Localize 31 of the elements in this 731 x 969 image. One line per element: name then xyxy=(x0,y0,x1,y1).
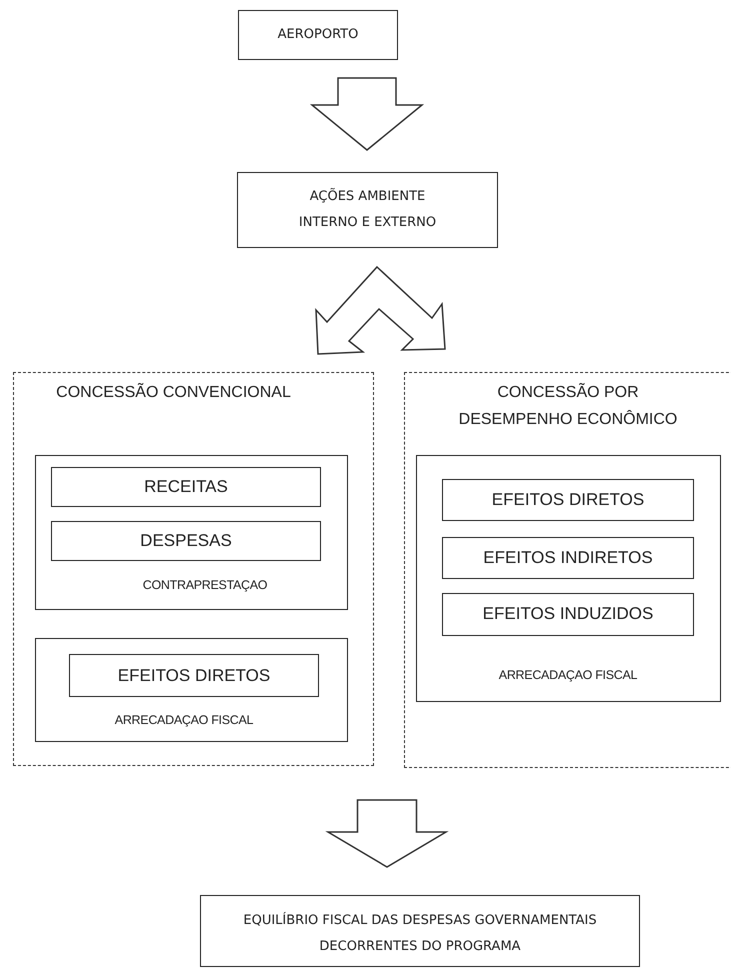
block-arrow xyxy=(310,77,424,151)
box-label: EFEITOS DIRETOS xyxy=(490,490,646,510)
box-label: RECEITAS xyxy=(143,477,229,497)
split-block-arrow xyxy=(315,266,446,355)
box-label: AEROPORTO xyxy=(276,26,360,44)
group-label: CONTRAPRESTAÇAO xyxy=(142,578,268,592)
process-box xyxy=(200,895,640,967)
process-box xyxy=(34,638,348,742)
box-label: EFEITOS INDUZIDOS xyxy=(482,604,654,624)
process-box xyxy=(237,172,498,248)
process-box xyxy=(442,479,694,521)
box-label: EQUILÍBRIO FISCAL DAS DESPESAS GOVERNAMENTAIS DECORRENTES DO PROGRAMA xyxy=(242,911,598,956)
box-label: EFEITOS DIRETOS xyxy=(116,666,272,686)
dashed-group-box xyxy=(404,372,731,768)
group-label: ARRECADAÇAO FISCAL xyxy=(114,712,254,726)
group-heading: CONCESSÃO POR DESEMPENHO ECONÔMICO xyxy=(458,382,678,430)
process-box xyxy=(442,537,694,579)
group-label: ARRECADAÇAO FISCAL xyxy=(498,668,638,682)
box-label: AÇÕES AMBIENTE INTERNO E EXTERNO xyxy=(298,187,438,232)
group-heading: CONCESSÃO CONVENCIONAL xyxy=(55,382,292,403)
process-box xyxy=(34,454,348,610)
process-box xyxy=(416,454,720,702)
box-label: EFEITOS INDIRETOS xyxy=(482,548,654,568)
process-box xyxy=(51,467,321,507)
block-arrow xyxy=(325,799,449,868)
process-box xyxy=(238,10,398,60)
dashed-group-box xyxy=(13,372,374,766)
process-box xyxy=(51,521,321,561)
box-label: DESPESAS xyxy=(139,531,233,551)
process-box xyxy=(69,654,319,697)
process-box xyxy=(442,593,694,636)
